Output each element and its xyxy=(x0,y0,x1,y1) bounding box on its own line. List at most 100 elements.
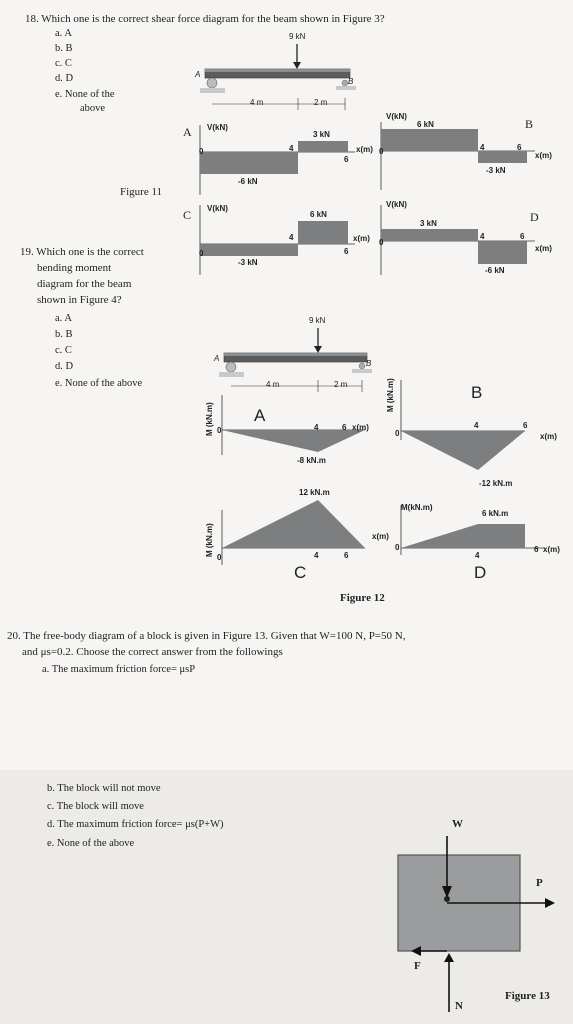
fig12-a-value: -8 kN.m xyxy=(297,456,326,465)
beam1-support-b: B xyxy=(348,77,354,86)
fig11-c-x1: 4 xyxy=(289,233,294,242)
fig12-b-value: -12 kN.m xyxy=(479,479,513,488)
beam-2 xyxy=(219,328,372,392)
fig11-b-x2: 6 xyxy=(517,143,522,152)
q18-title: 18. Which one is the correct shear force… xyxy=(25,13,385,25)
fig12-a-letter: A xyxy=(254,406,266,425)
fig12-b-x2: 6 xyxy=(523,421,528,430)
fig13-caption: Figure 13 xyxy=(505,990,550,1002)
fig13-w-label: W xyxy=(452,818,463,830)
q19-option-c: c. C xyxy=(55,345,72,356)
fig11-b-origin: 0 xyxy=(379,147,384,156)
fig11-b-vright: -3 kN xyxy=(486,166,506,175)
q18-option-b: b. B xyxy=(55,43,73,54)
q20-line-2: and μs=0.2. Choose the correct answer fr… xyxy=(22,646,283,658)
beam1-load-label: 9 kN xyxy=(289,32,306,41)
fig11-d-axis: V(kN) xyxy=(386,200,407,209)
q19-option-d: d. D xyxy=(55,361,74,372)
free-body-diagram xyxy=(397,836,555,1012)
q19-option-b: b. B xyxy=(55,329,73,340)
fig13-f-label: F xyxy=(414,960,421,972)
fig12-a-x1: 4 xyxy=(314,423,319,432)
fig12-c-value: 12 kN.m xyxy=(299,488,330,497)
fig11-b-vleft: 6 kN xyxy=(417,120,434,129)
fig12-c-xaxis: x(m) xyxy=(372,532,389,541)
q20-line-1: 20. The free-body diagram of a block is … xyxy=(7,630,406,642)
q19-option-e: e. None of the above xyxy=(55,378,143,389)
fig11-a-xaxis: x(m) xyxy=(356,145,373,154)
fig12-a-origin: 0 xyxy=(217,426,222,435)
shear-diagram-b xyxy=(380,122,535,190)
moment-diagram-b xyxy=(400,380,525,470)
beam-1 xyxy=(200,44,356,110)
fig12-a-x2: 6 xyxy=(342,423,347,432)
shear-diagram-a xyxy=(199,125,355,195)
fig11-d-x1: 4 xyxy=(480,232,485,241)
fig11-c-vright: 6 kN xyxy=(310,210,327,219)
fig11-c-letter: C xyxy=(183,208,192,222)
beam1-support-a: A xyxy=(195,70,201,79)
q20-option-d: d. The maximum friction force= μs(P+W) xyxy=(47,819,224,830)
fig12-c-letter: C xyxy=(294,563,307,582)
fig11-caption: Figure 11 xyxy=(120,186,163,198)
fig11-b-axis: V(kN) xyxy=(386,112,407,121)
fig11-a-vleft: -6 kN xyxy=(238,177,258,186)
fig11-c-xaxis: x(m) xyxy=(353,234,370,243)
fig12-b-xaxis: x(m) xyxy=(540,432,557,441)
shear-diagram-c xyxy=(199,205,355,275)
fig11-d-letter: D xyxy=(530,210,539,224)
fig12-d-value: 6 kN.m xyxy=(482,509,509,518)
q20-option-b: b. The block will not move xyxy=(47,783,161,794)
fig11-c-origin: 0 xyxy=(199,249,204,258)
moment-diagram-c xyxy=(221,500,365,565)
fig13-p-label: P xyxy=(536,877,543,889)
q20-option-e: e. None of the above xyxy=(47,838,135,849)
q19-line-4: shown in Figure 4? xyxy=(37,294,122,306)
q19-line-1: 19. Which one is the correct xyxy=(20,246,144,258)
fig11-d-origin: 0 xyxy=(379,238,384,247)
q18-option-e-cont: above xyxy=(80,103,106,114)
fig11-c-axis: V(kN) xyxy=(207,204,228,213)
q18-option-c: c. C xyxy=(55,58,72,69)
fig12-b-x1: 4 xyxy=(474,421,479,430)
q18-option-a: a. A xyxy=(55,28,72,39)
fig11-a-x1: 4 xyxy=(289,144,294,153)
fig12-d-x2: 6 xyxy=(534,545,539,554)
q20-option-c: c. The block will move xyxy=(47,801,144,812)
fig11-d-vright: -6 kN xyxy=(485,266,505,275)
fig12-a-xaxis: x(m) xyxy=(352,423,369,432)
fig12-b-origin: 0 xyxy=(395,429,400,438)
q20-option-a: a. The maximum friction force= μsP xyxy=(42,664,196,675)
fig13-n-label: N xyxy=(455,1000,463,1012)
beam2-dim2: 2 m xyxy=(334,380,348,389)
fig12-c-x1: 4 xyxy=(314,551,319,560)
q19-option-a: a. A xyxy=(55,313,72,324)
fig12-c-x2: 6 xyxy=(344,551,349,560)
fig11-a-vright: 3 kN xyxy=(313,130,330,139)
beam2-support-b: B xyxy=(366,359,372,368)
q19-line-2: bending moment xyxy=(37,262,112,274)
fig12-a-axis: M (kN.m) xyxy=(205,402,214,436)
beam2-support-a: A xyxy=(214,354,220,363)
fig11-a-axis: V(kN) xyxy=(207,123,228,132)
fig12-d-letter: D xyxy=(474,563,487,582)
fig11-a-letter: A xyxy=(183,125,192,139)
fig12-d-x1: 4 xyxy=(475,551,480,560)
fig11-d-x2: 6 xyxy=(520,232,525,241)
beam1-dim2: 2 m xyxy=(314,98,328,107)
fig11-a-x2: 6 xyxy=(344,155,349,164)
fig12-d-xaxis: x(m) xyxy=(543,545,560,554)
q18-option-d: d. D xyxy=(55,73,74,84)
fig11-b-letter: B xyxy=(525,117,534,131)
fig11-b-xaxis: x(m) xyxy=(535,151,552,160)
beam2-dim1: 4 m xyxy=(266,380,280,389)
fig12-d-origin: 0 xyxy=(395,543,400,552)
moment-diagram-a xyxy=(221,395,365,455)
fig11-a-origin: 0 xyxy=(199,147,204,156)
fig11-c-x2: 6 xyxy=(344,247,349,256)
moment-diagram-d xyxy=(400,505,545,555)
fig12-d-axis: M(kN.m) xyxy=(401,503,433,512)
fig12-c-origin: 0 xyxy=(217,553,222,562)
